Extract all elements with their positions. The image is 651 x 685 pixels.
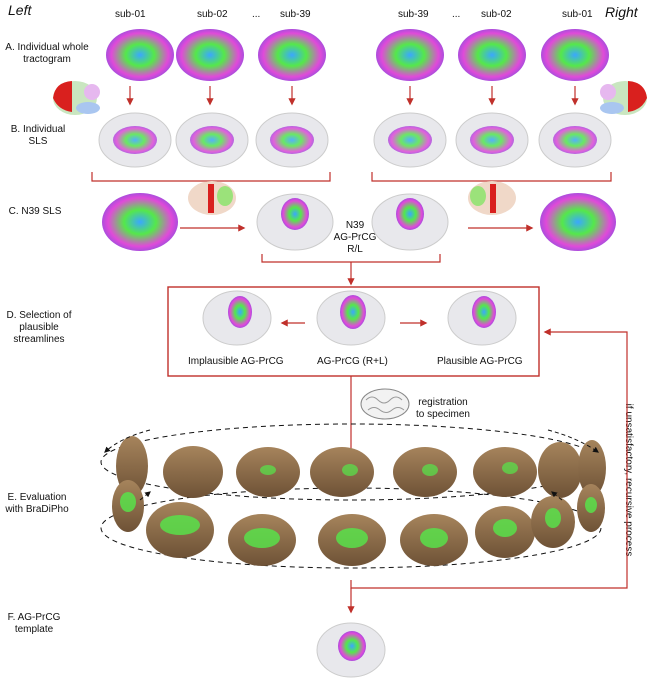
subject-label: sub-01 xyxy=(562,9,593,20)
subject-label: sub-02 xyxy=(481,9,512,20)
tractogram-brain xyxy=(176,29,244,81)
n39-bracket xyxy=(261,254,441,263)
plausible-label: Plausible AG-PrCG xyxy=(437,356,523,367)
subject-label: sub-01 xyxy=(115,9,146,20)
right-hemisphere-header: Right xyxy=(605,4,638,20)
recursive-loop-arrow xyxy=(350,328,628,589)
combined-label: AG-PrCG (R+L) xyxy=(317,356,388,367)
row-b-brackets xyxy=(91,172,612,182)
row-c-label: C. N39 SLS xyxy=(8,206,62,217)
selection-box xyxy=(167,286,540,377)
row-a-tractograms xyxy=(106,29,609,81)
row-a-to-b-arrows xyxy=(126,86,579,106)
lobe-icon-left xyxy=(53,81,100,115)
template-brain xyxy=(316,622,386,678)
subject-ellipsis: ... xyxy=(252,9,261,20)
specimen-ring-upper xyxy=(116,436,606,498)
tractogram-brain xyxy=(376,29,444,81)
subject-label: sub-02 xyxy=(197,9,228,20)
row-c-n39 xyxy=(102,181,616,251)
selection-brains xyxy=(202,290,517,346)
subject-ellipsis: ... xyxy=(452,9,461,20)
subject-label: sub-39 xyxy=(398,9,429,20)
tractogram-brain xyxy=(258,29,326,81)
row-b-sls xyxy=(98,112,612,168)
tractogram-brain xyxy=(541,29,609,81)
tractogram-brain xyxy=(458,29,526,81)
specimen-brain-icon xyxy=(360,388,410,420)
subject-label: sub-39 xyxy=(280,9,311,20)
rotation-arrows xyxy=(104,429,599,501)
lobe-icon-right xyxy=(600,81,647,115)
tractogram-brain xyxy=(106,29,174,81)
specimen-ring-lower xyxy=(112,480,605,566)
implausible-label: Implausible AG-PrCG xyxy=(188,356,284,367)
left-hemisphere-header: Left xyxy=(8,2,32,18)
